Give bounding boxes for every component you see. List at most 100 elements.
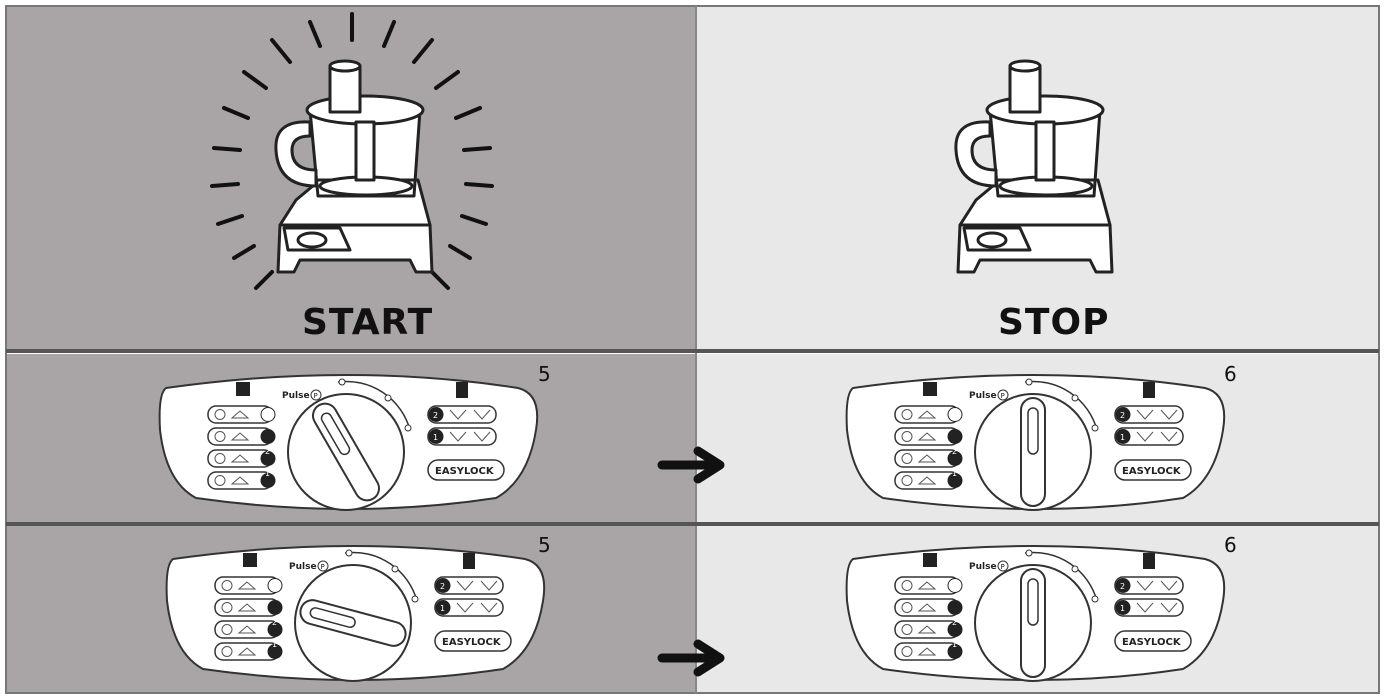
- speed-badge: [260, 451, 276, 466]
- speed-arc: [1024, 380, 1098, 431]
- stop-label: STOP: [998, 302, 1110, 343]
- speed-badge-label: 1: [952, 640, 957, 649]
- speed-badge-label: 1: [1120, 433, 1125, 442]
- pulse-label: Pulse: [969, 562, 997, 572]
- speed-badge-label: 1: [952, 469, 957, 478]
- accessory-icon: [230, 410, 250, 419]
- accessory-icon: [917, 625, 937, 634]
- pulse-icon: [317, 560, 329, 572]
- speed-badge-label: 1: [440, 604, 445, 613]
- accessory-icon: [917, 476, 937, 485]
- blender-icon-detail: [456, 602, 498, 613]
- accessory-icon: [230, 476, 250, 485]
- speed-badge: [1115, 429, 1131, 444]
- pulse-icon: [310, 389, 322, 401]
- speed-badge-label: 2: [440, 582, 445, 591]
- accessory-icon: [917, 432, 937, 441]
- accessory-icon: [237, 581, 257, 590]
- speed-badge: [267, 644, 283, 659]
- step-number-row2-left: 5: [538, 533, 551, 557]
- accessory-icon: [901, 624, 913, 635]
- accessory-icon: [917, 581, 937, 590]
- speed-badge: [435, 600, 451, 615]
- dial-knob-handle: [1020, 397, 1046, 507]
- dial-knob-handle: [312, 402, 380, 502]
- speed-dot-1: [391, 565, 399, 573]
- accessory-icon: [221, 602, 233, 613]
- speed-badge: [267, 600, 283, 615]
- arrow-right-icon: [657, 639, 725, 677]
- speed-dot-1: [1071, 394, 1079, 402]
- accessory-icon: [901, 431, 913, 442]
- food-processor-running-illustration: [210, 12, 494, 290]
- speed-badge: [260, 407, 276, 422]
- step-number-row1-left: 5: [538, 362, 551, 386]
- speed-badge: [260, 429, 276, 444]
- blender-icon-detail: [1136, 431, 1178, 442]
- speed-badge: [1115, 407, 1131, 422]
- step-number-row1-right: 6: [1224, 362, 1237, 386]
- speed-badge-label: 2: [272, 618, 277, 627]
- easylock-label: EASYLOCK: [442, 637, 502, 648]
- speed-dot-0: [345, 549, 353, 557]
- accessory-icon: [221, 580, 233, 591]
- speed-badge-label: 1: [272, 640, 277, 649]
- speed-badge: [947, 473, 963, 488]
- accessory-icon: [901, 475, 913, 486]
- speed-badge: [267, 578, 283, 593]
- speed-badge: [947, 622, 963, 637]
- speed-badge: [435, 578, 451, 593]
- accessory-icon: [901, 580, 913, 591]
- speed-badge-label: 2: [433, 411, 438, 420]
- speed-badge-label: 2: [952, 447, 957, 456]
- accessory-icon: [230, 454, 250, 463]
- pulse-mark: P: [1001, 392, 1005, 400]
- blender-icon: [1143, 382, 1155, 398]
- speed-badge-label: 1: [433, 433, 438, 442]
- speed-badge-label: 2: [1120, 582, 1125, 591]
- speed-badge: [428, 407, 444, 422]
- pulse-mark: P: [321, 563, 325, 571]
- speed-badge: [947, 429, 963, 444]
- blender-icon-detail: [1136, 580, 1178, 591]
- bowl-icon: [923, 553, 937, 567]
- accessory-icon: [917, 410, 937, 419]
- speed-dot-2: [1091, 424, 1099, 432]
- dial-knob-handle: [1020, 568, 1046, 678]
- arrow-right-icon: [657, 446, 725, 484]
- blender-icon: [463, 553, 475, 569]
- speed-dot-0: [1025, 378, 1033, 386]
- accessory-icon: [901, 453, 913, 464]
- speed-badge-label: 2: [952, 618, 957, 627]
- blender-icon-detail: [1136, 602, 1178, 613]
- pulse-icon: [997, 560, 1009, 572]
- blender-icon-detail: [1136, 409, 1178, 420]
- speed-dot-2: [404, 424, 412, 432]
- blender-icon-detail: [449, 431, 491, 442]
- speed-badge: [947, 578, 963, 593]
- pulse-mark: P: [314, 392, 318, 400]
- accessory-icon: [237, 625, 257, 634]
- step-number-row2-right: 6: [1224, 533, 1237, 557]
- blender-icon: [1143, 553, 1155, 569]
- speed-arc: [337, 380, 411, 431]
- pulse-icon: [997, 389, 1009, 401]
- accessory-icon: [237, 603, 257, 612]
- speed-badge: [428, 429, 444, 444]
- easylock-badge: [1114, 459, 1192, 481]
- accessory-icon: [214, 453, 226, 464]
- speed-badge-label: 1: [1120, 604, 1125, 613]
- speed-badge: [947, 407, 963, 422]
- accessory-icon: [901, 409, 913, 420]
- speed-badge: [260, 473, 276, 488]
- speed-dot-0: [1025, 549, 1033, 557]
- speed-badge: [947, 600, 963, 615]
- start-label: START: [302, 302, 434, 343]
